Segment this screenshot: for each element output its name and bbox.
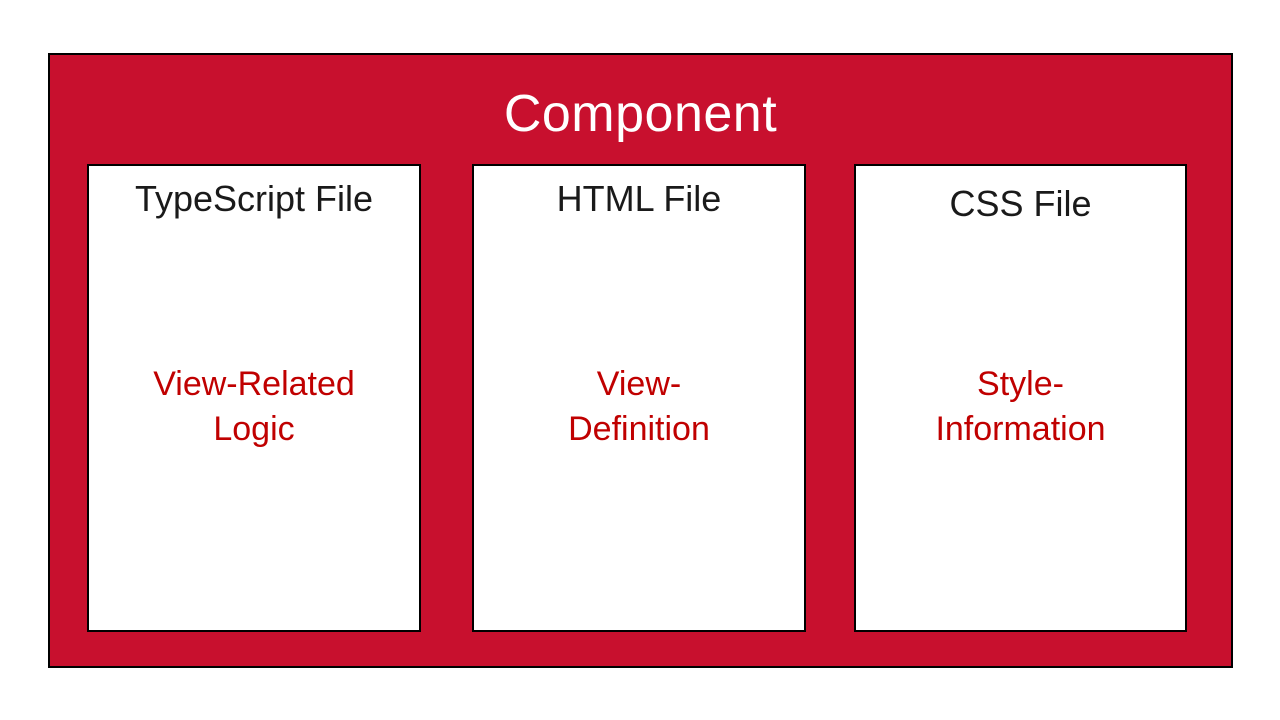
box-html-title: HTML File [556,178,722,219]
box-css-label: Style- Information [856,362,1185,452]
label-line: Information [935,410,1106,448]
box-css-file: CSS File Style- Information [854,164,1187,632]
component-container: Component TypeScript File View-Related L… [48,53,1233,668]
box-html-label: View- Definition [474,362,804,452]
label-line: Definition [568,410,710,448]
box-css-title: CSS File [949,183,1092,224]
box-typescript-label: View-Related Logic [89,362,419,452]
label-line: View- [596,365,682,403]
box-typescript-file: TypeScript File View-Related Logic [87,164,421,632]
box-typescript-title: TypeScript File [134,178,374,219]
label-line: Logic [213,410,295,448]
component-title: Component [503,85,778,143]
label-line: View-Related [153,365,355,403]
box-html-file: HTML File View- Definition [472,164,806,632]
label-line: Style- [977,365,1064,403]
